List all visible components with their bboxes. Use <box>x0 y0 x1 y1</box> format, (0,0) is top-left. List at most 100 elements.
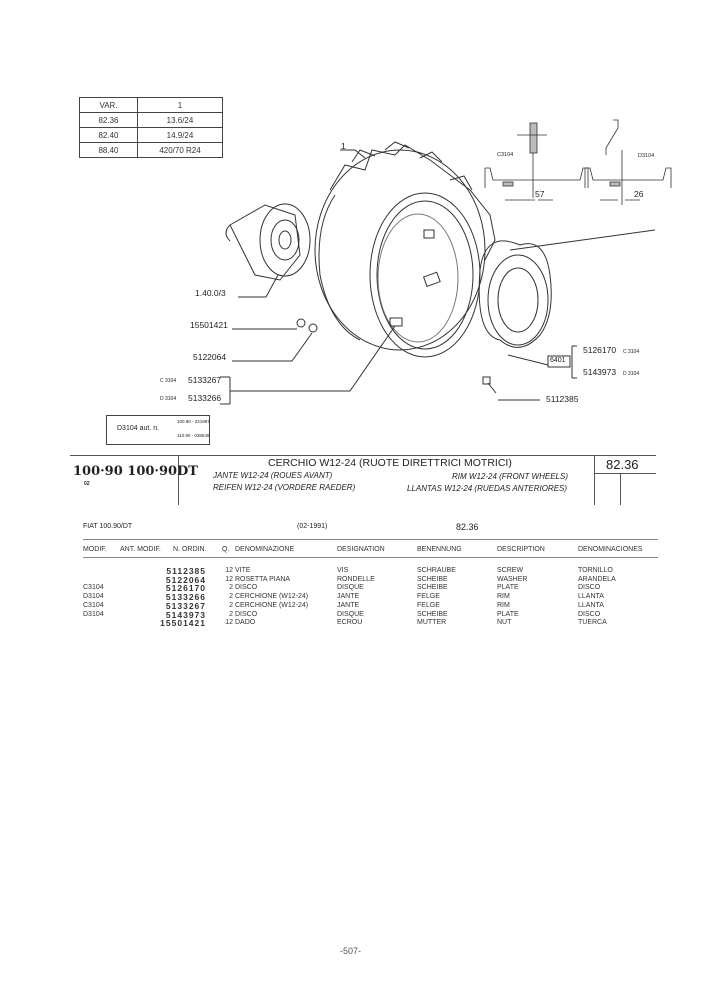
cell-part: 5133267 <box>165 600 206 611</box>
cell-qty: 2 <box>229 610 233 618</box>
serial-number-box: D3104 aut. n. 100.90 - 241987 110.90 - 0… <box>106 415 210 445</box>
cell-en: RIM <box>497 601 510 609</box>
callout-ref-6401: 6401 <box>550 357 566 364</box>
callout-rim-c-variant: C 3104 <box>160 378 177 384</box>
cell-qty: 2 <box>229 601 233 609</box>
col-es: DENOMINACIONES <box>578 546 643 553</box>
leader-line <box>220 325 396 405</box>
cell-it: DISCO <box>235 584 258 592</box>
cell-es: LLANTA <box>578 593 604 601</box>
variant-header-row: VAR.1 <box>79 97 223 113</box>
callout-rim-c: 5133267 <box>188 375 222 385</box>
cell-qty: 12 <box>225 567 233 574</box>
parts-model: FIAT 100.90/DT <box>83 523 133 530</box>
wheel-disc-drawing <box>478 229 656 348</box>
cell-modif: C3104 <box>83 601 104 609</box>
title-fr: JANTE W12-24 (ROUES AVANT) <box>213 471 333 480</box>
section-title: CERCHIO W12-24 (RUOTE DIRETTRICI MOTRICI… <box>268 457 512 469</box>
cell-en: WASHER <box>497 575 528 583</box>
cell-de: FELGE <box>417 601 440 609</box>
divider <box>178 455 179 505</box>
divider <box>594 455 595 505</box>
callout-washer: 5122064 <box>193 352 227 362</box>
title-en: RIM W12-24 (FRONT WHEELS) <box>452 472 569 481</box>
cell-en: RIM <box>497 593 510 601</box>
cell-fr: JANTE <box>337 601 360 609</box>
col-en: DESCRIPTION <box>497 546 545 553</box>
screw-drawing <box>482 376 497 394</box>
cell-part: 5126170 <box>165 583 206 594</box>
cell-es: TORNILLO <box>578 567 613 574</box>
col-ant-modif: ANT. MODIF. <box>120 546 161 553</box>
cell-es: TUERCA <box>578 619 607 627</box>
ref-box <box>547 355 571 368</box>
cell-part: 5112385 <box>166 566 206 576</box>
cell-qty: 2 <box>229 593 233 601</box>
cell-qty: 12 <box>225 619 233 627</box>
divider <box>70 455 656 456</box>
title-de: REIFEN W12-24 (VORDERE RAEDER) <box>213 483 356 492</box>
cell-de: SCHRAUBE <box>417 567 456 574</box>
cell-en: NUT <box>497 619 512 627</box>
cell-it: CERCHIONE (W12-24) <box>235 601 309 609</box>
nut-drawing <box>296 318 306 328</box>
cell-es: DISCO <box>578 610 601 618</box>
serial-label: D3104 aut. n. <box>117 425 160 432</box>
cell-fr: ECROU <box>337 619 363 627</box>
cell-qty: 12 <box>225 575 233 583</box>
divider <box>620 473 621 505</box>
cell-de: SCHEIBE <box>417 575 448 583</box>
model-sub: 02 <box>84 481 90 487</box>
var-code: 88.40 <box>79 142 138 158</box>
cell-it: DISCO <box>235 610 258 618</box>
serial-line-1: 100.90 - 241987 <box>177 419 210 424</box>
title-es: LLANTAS W12-24 (RUEDAS ANTERIORES) <box>407 484 568 493</box>
page-number: -507- <box>340 946 362 956</box>
callout-item-1: 1 <box>341 141 346 151</box>
washer-drawing <box>308 323 318 333</box>
cell-fr: JANTE <box>337 593 360 601</box>
exploded-wheel-diagram <box>220 119 672 405</box>
cell-es: DISCO <box>578 584 601 592</box>
dimension-right: 26 <box>634 189 644 199</box>
callout-nut: 15501421 <box>190 320 228 330</box>
section-label-left: C3104 <box>497 152 514 158</box>
leader-line <box>340 149 366 159</box>
callout-disc-c-variant: C 3104 <box>623 349 640 355</box>
divider <box>83 557 658 558</box>
tire-size: 420/70 R24 <box>137 142 223 158</box>
cell-es: ARANDELA <box>578 575 616 583</box>
cell-it: CERCHIONE (W12-24) <box>235 593 309 601</box>
dimension-left: 57 <box>535 189 545 199</box>
leader-line <box>507 354 549 366</box>
section-label-right: D3104 <box>638 153 655 159</box>
cell-en: SCREW <box>497 567 524 574</box>
col-qty: Q. <box>222 546 230 553</box>
cell-it: ROSETTA PIANA <box>235 575 291 583</box>
col-modif: MODIF. <box>83 546 107 553</box>
callout-disc-d: 5143973 <box>583 367 617 377</box>
cell-fr: RONDELLE <box>337 575 375 583</box>
leader-line <box>232 332 313 362</box>
cell-modif: D3104 <box>83 610 104 618</box>
callout-disc-c: 5126170 <box>583 345 617 355</box>
cell-modif: D3104 <box>83 593 104 601</box>
model-names: 100·90 100·90DT <box>73 464 198 479</box>
callout-rim-d: 5133266 <box>188 393 222 403</box>
cell-en: PLATE <box>497 584 519 592</box>
col-de: BENENNUNG <box>417 546 462 553</box>
cell-de: SCHEIBE <box>417 610 448 618</box>
cell-part: 15501421 <box>160 618 206 629</box>
parts-date: (02-1991) <box>297 523 328 530</box>
cell-de: SCHEIBE <box>417 584 448 592</box>
serial-line-2: 110.90 - 038549 <box>177 433 210 438</box>
leader-line <box>238 274 279 298</box>
cell-de: FELGE <box>417 593 440 601</box>
